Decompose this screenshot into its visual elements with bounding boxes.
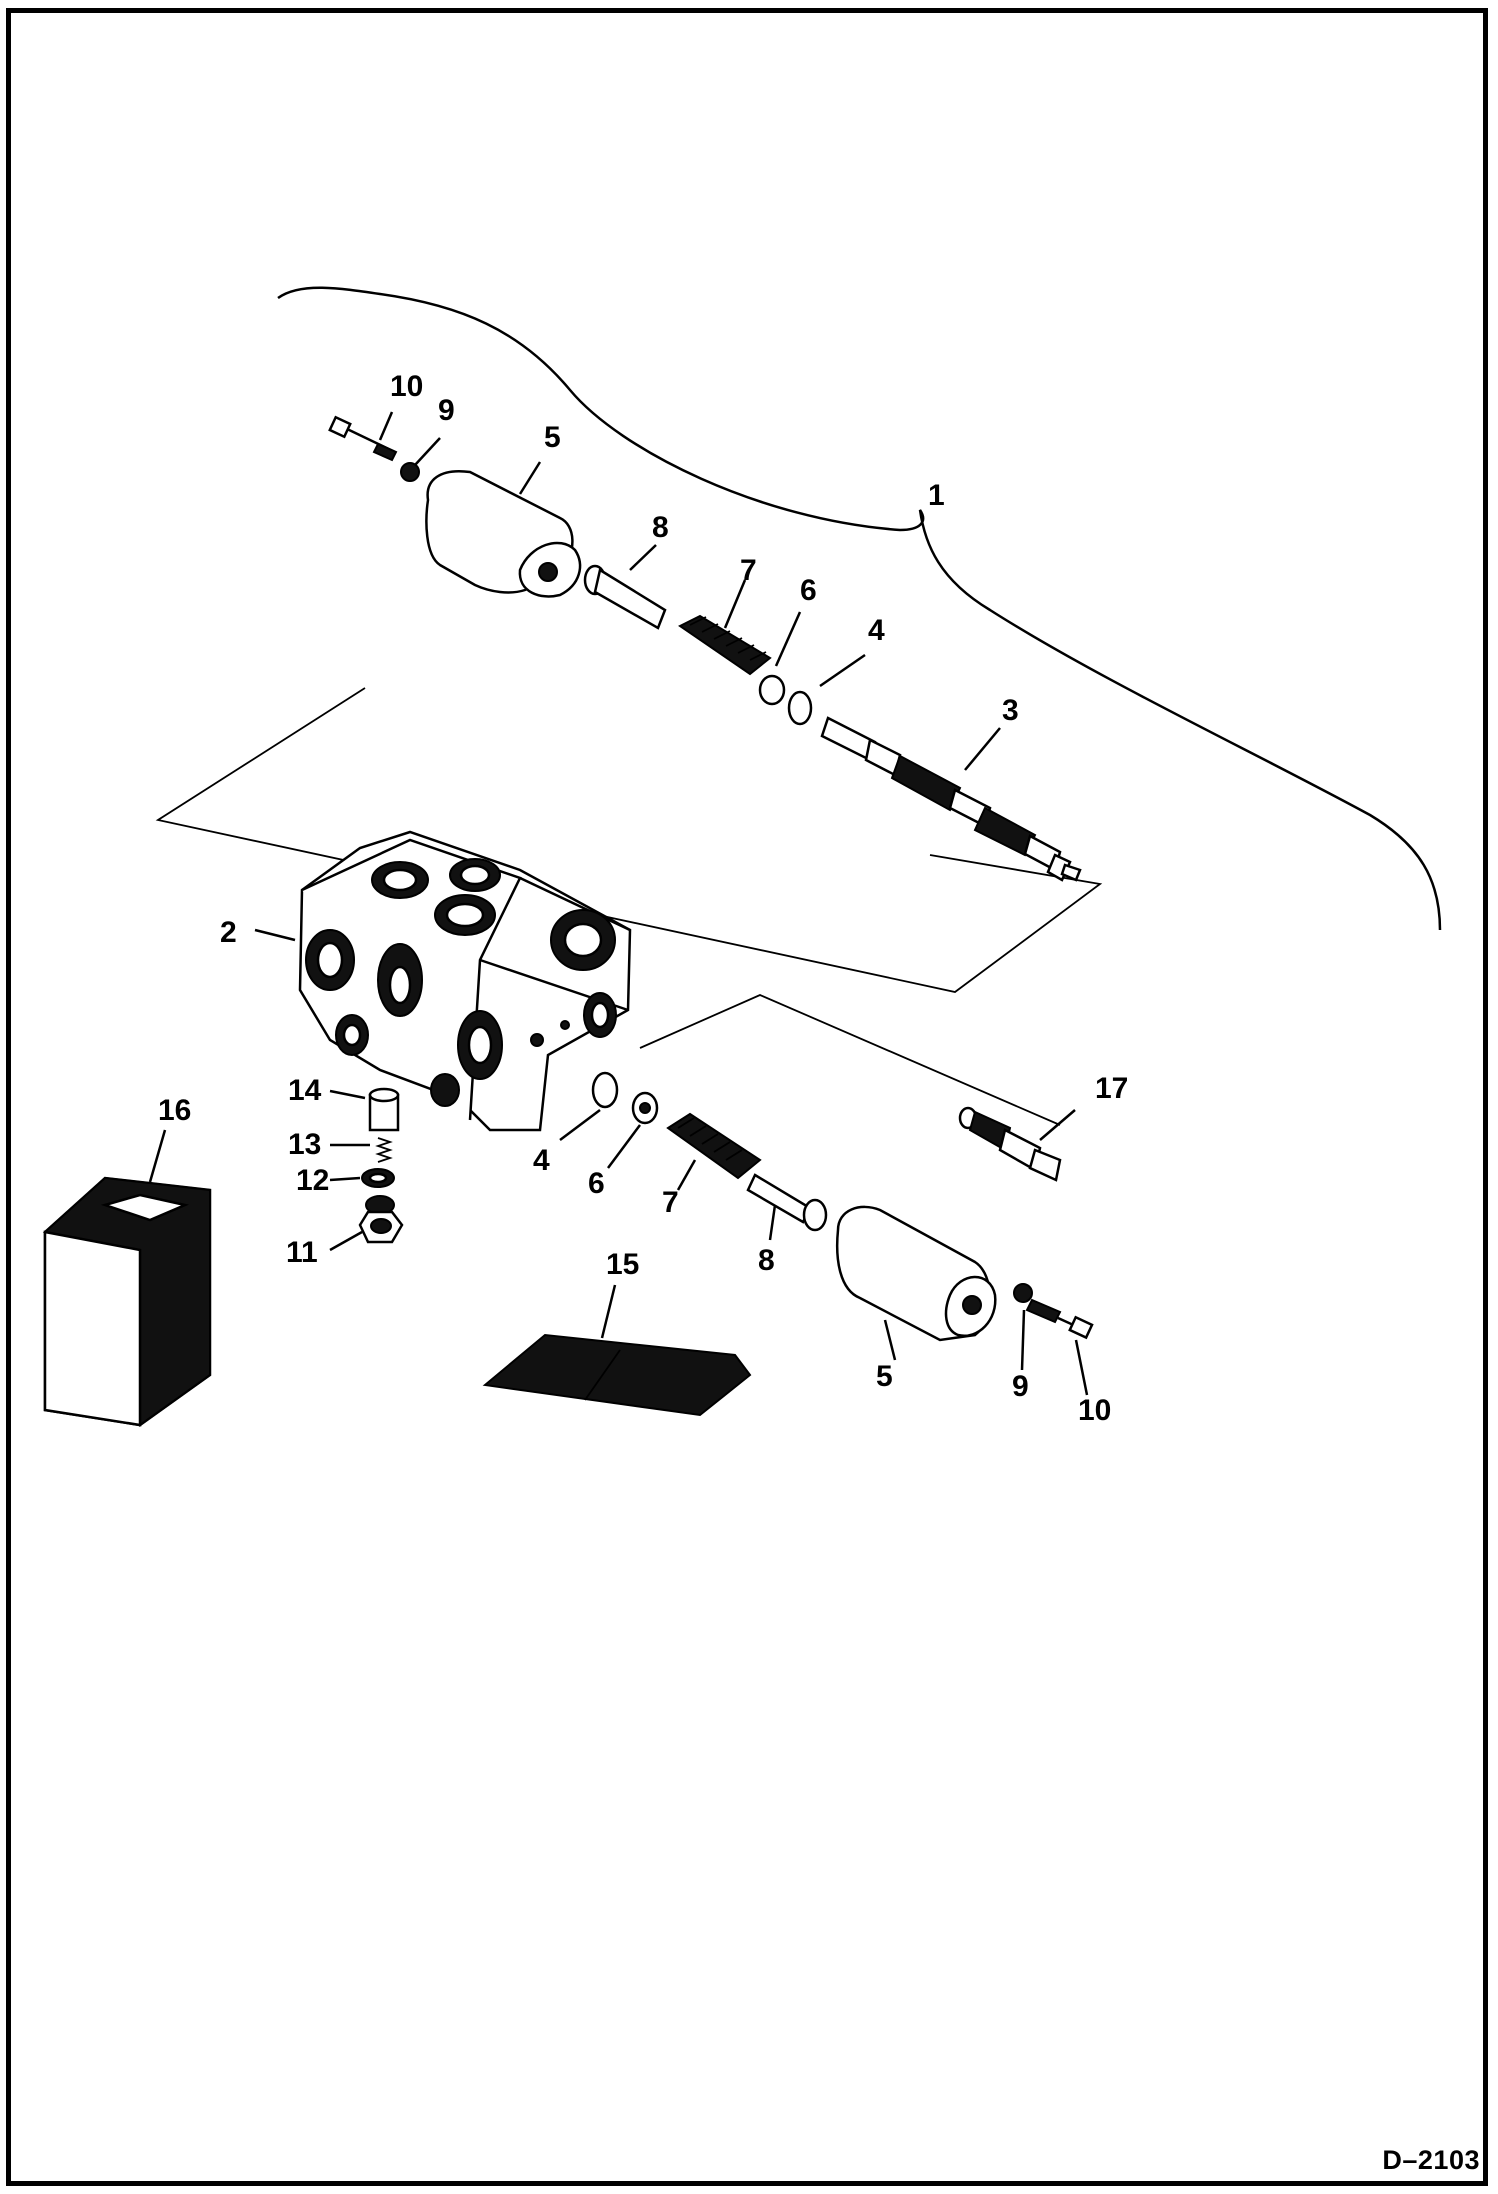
o-ring-bottom <box>591 1071 619 1109</box>
relief-valve <box>958 1106 1062 1182</box>
callout-1: 1 <box>928 479 945 512</box>
end-cap-bottom <box>835 1205 997 1342</box>
callout-14: 14 <box>288 1074 322 1107</box>
callout-15: 15 <box>606 1248 639 1281</box>
callout-8-bottom: 8 <box>758 1244 775 1277</box>
callout-9-bottom: 9 <box>1012 1370 1029 1403</box>
callout-7-top: 7 <box>740 554 757 587</box>
detent-sleeve <box>368 1087 400 1132</box>
bolt-top <box>328 415 398 462</box>
phantom-outline <box>155 687 1103 993</box>
parts-box <box>42 1176 212 1427</box>
callout-5-bottom: 5 <box>876 1360 893 1393</box>
callout-8-top: 8 <box>652 511 669 544</box>
callout-10-bottom: 10 <box>1078 1394 1111 1427</box>
drawing-number: D–2103 <box>1382 2145 1480 2175</box>
end-cap-top <box>425 469 582 598</box>
seal-kit <box>482 1333 752 1417</box>
valve-body <box>298 830 632 1132</box>
plug <box>358 1195 404 1244</box>
callout-12: 12 <box>296 1164 329 1197</box>
o-ring-top <box>787 690 813 726</box>
spring-top <box>678 614 772 676</box>
spring-seat-top <box>758 674 786 706</box>
callout-9-top: 9 <box>438 394 455 427</box>
washer-top <box>400 462 420 482</box>
callout-4-bottom: 4 <box>533 1144 550 1177</box>
detent-spring <box>375 1137 393 1163</box>
callout-2: 2 <box>220 916 237 949</box>
callout-5-top: 5 <box>544 421 561 454</box>
spring-bottom <box>666 1112 762 1180</box>
spool <box>820 716 1082 882</box>
callout-11: 11 <box>286 1236 318 1269</box>
callout-13: 13 <box>288 1128 321 1161</box>
spool-stop-top <box>583 564 667 630</box>
callout-16: 16 <box>158 1094 191 1127</box>
bolt-bottom <box>1025 1298 1094 1340</box>
callout-3: 3 <box>1002 694 1019 727</box>
leader-lines <box>148 411 1089 1396</box>
callout-6-bottom: 6 <box>588 1167 605 1200</box>
callout-17: 17 <box>1095 1072 1128 1105</box>
spool-stop-bottom <box>746 1173 828 1232</box>
page-border <box>6 8 1488 2186</box>
washer-bottom <box>1013 1283 1033 1303</box>
callout-10-top: 10 <box>390 370 423 403</box>
callout-6-top: 6 <box>800 574 817 607</box>
callout-4-top: 4 <box>868 614 885 647</box>
callout-7-bottom: 7 <box>662 1186 679 1219</box>
phantom-outline-lower <box>639 994 1061 1126</box>
assembly-brace <box>277 286 1442 931</box>
detent-o-ring <box>361 1168 395 1188</box>
